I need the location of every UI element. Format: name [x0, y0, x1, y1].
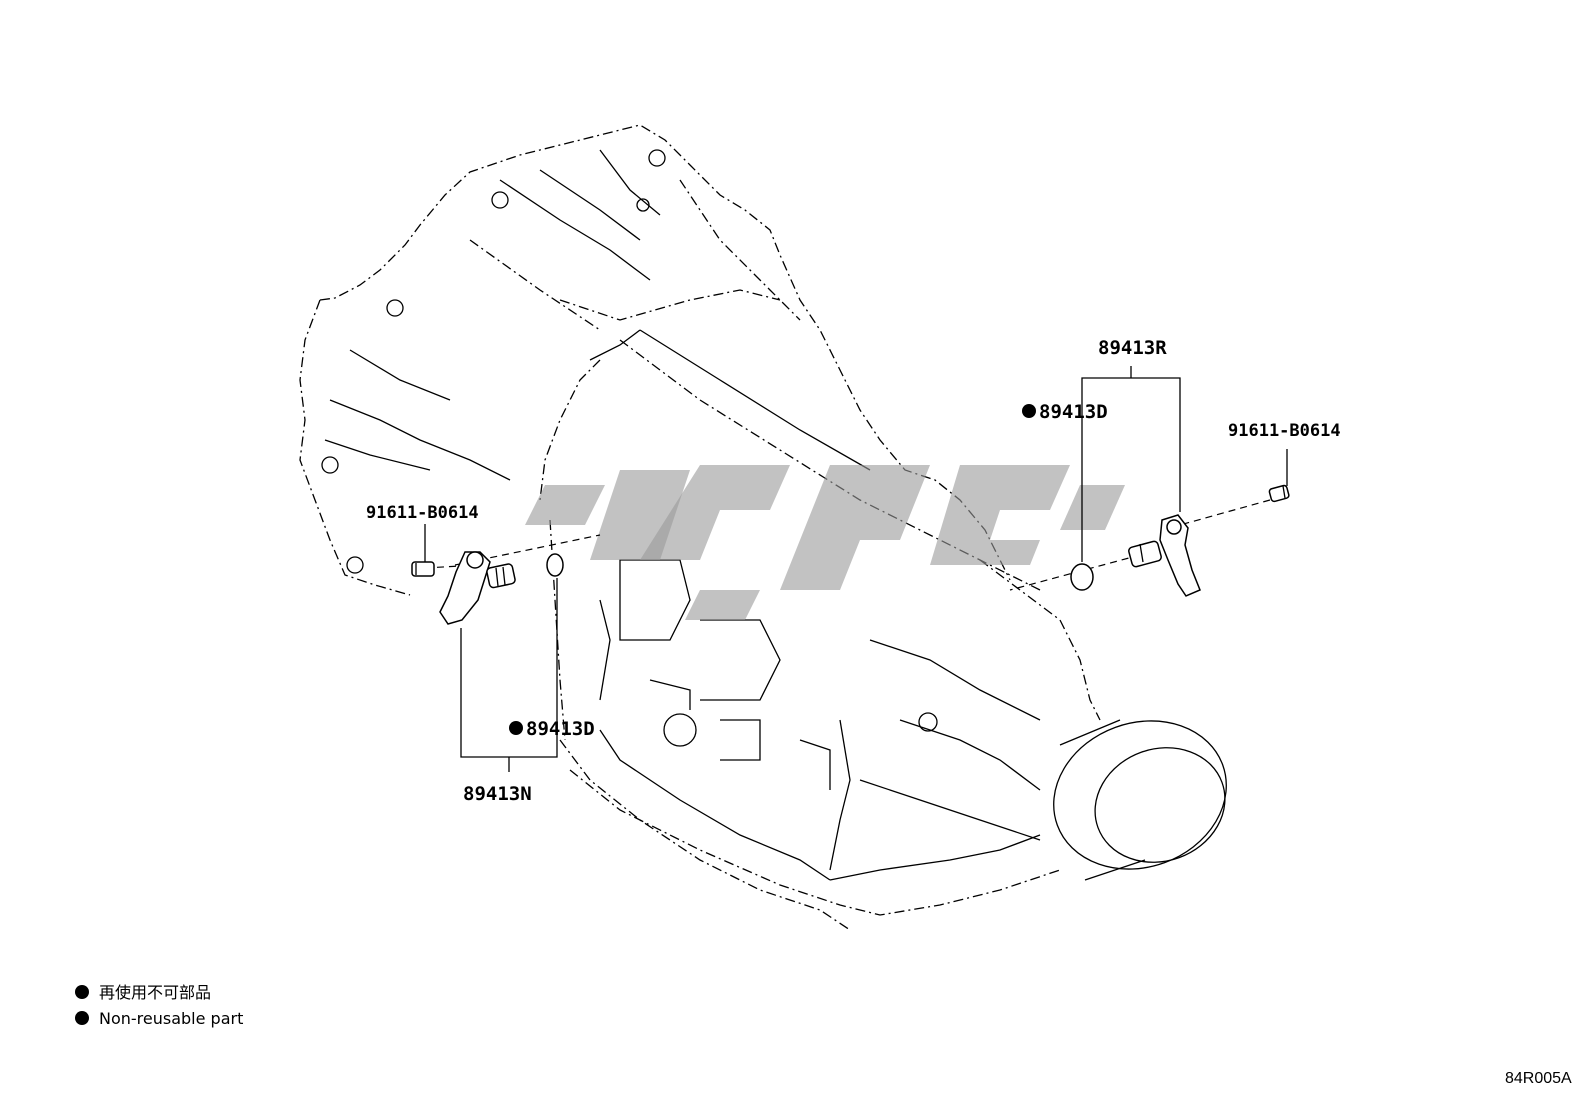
illustration-code: 84R005A	[1505, 1070, 1572, 1087]
non-reusable-marker-rear	[1022, 404, 1036, 418]
label-bolt-front: 91611-B0614	[366, 503, 479, 523]
o-ring-rear	[1070, 563, 1094, 591]
label-89413N: 89413N	[463, 783, 532, 805]
front-sensor-assembly	[411, 534, 601, 772]
legend-marker-en	[75, 1011, 89, 1025]
callout-labels: 89413R 89413D 91611-B0614 91611-B0614 89…	[366, 337, 1341, 805]
legend-text-en: Non-reusable part	[99, 1009, 243, 1028]
label-bolt-rear: 91611-B0614	[1228, 421, 1341, 441]
non-reusable-marker-front	[509, 721, 523, 735]
watermark	[525, 465, 1125, 620]
label-89413D-rear: 89413D	[1039, 401, 1108, 423]
rear-sensor-assembly	[1009, 366, 1290, 597]
label-89413D-front: 89413D	[526, 718, 595, 740]
speed-sensor-rear	[1128, 514, 1201, 597]
legend: 再使用不可部品 Non-reusable part	[75, 983, 243, 1028]
bolt-rear	[1268, 484, 1290, 503]
legend-text-ja: 再使用不可部品	[99, 983, 211, 1002]
bolt-front	[411, 561, 435, 577]
legend-marker-ja	[75, 985, 89, 999]
speed-sensor-front	[439, 551, 516, 625]
label-89413R: 89413R	[1098, 337, 1167, 359]
o-ring-front	[546, 553, 564, 577]
